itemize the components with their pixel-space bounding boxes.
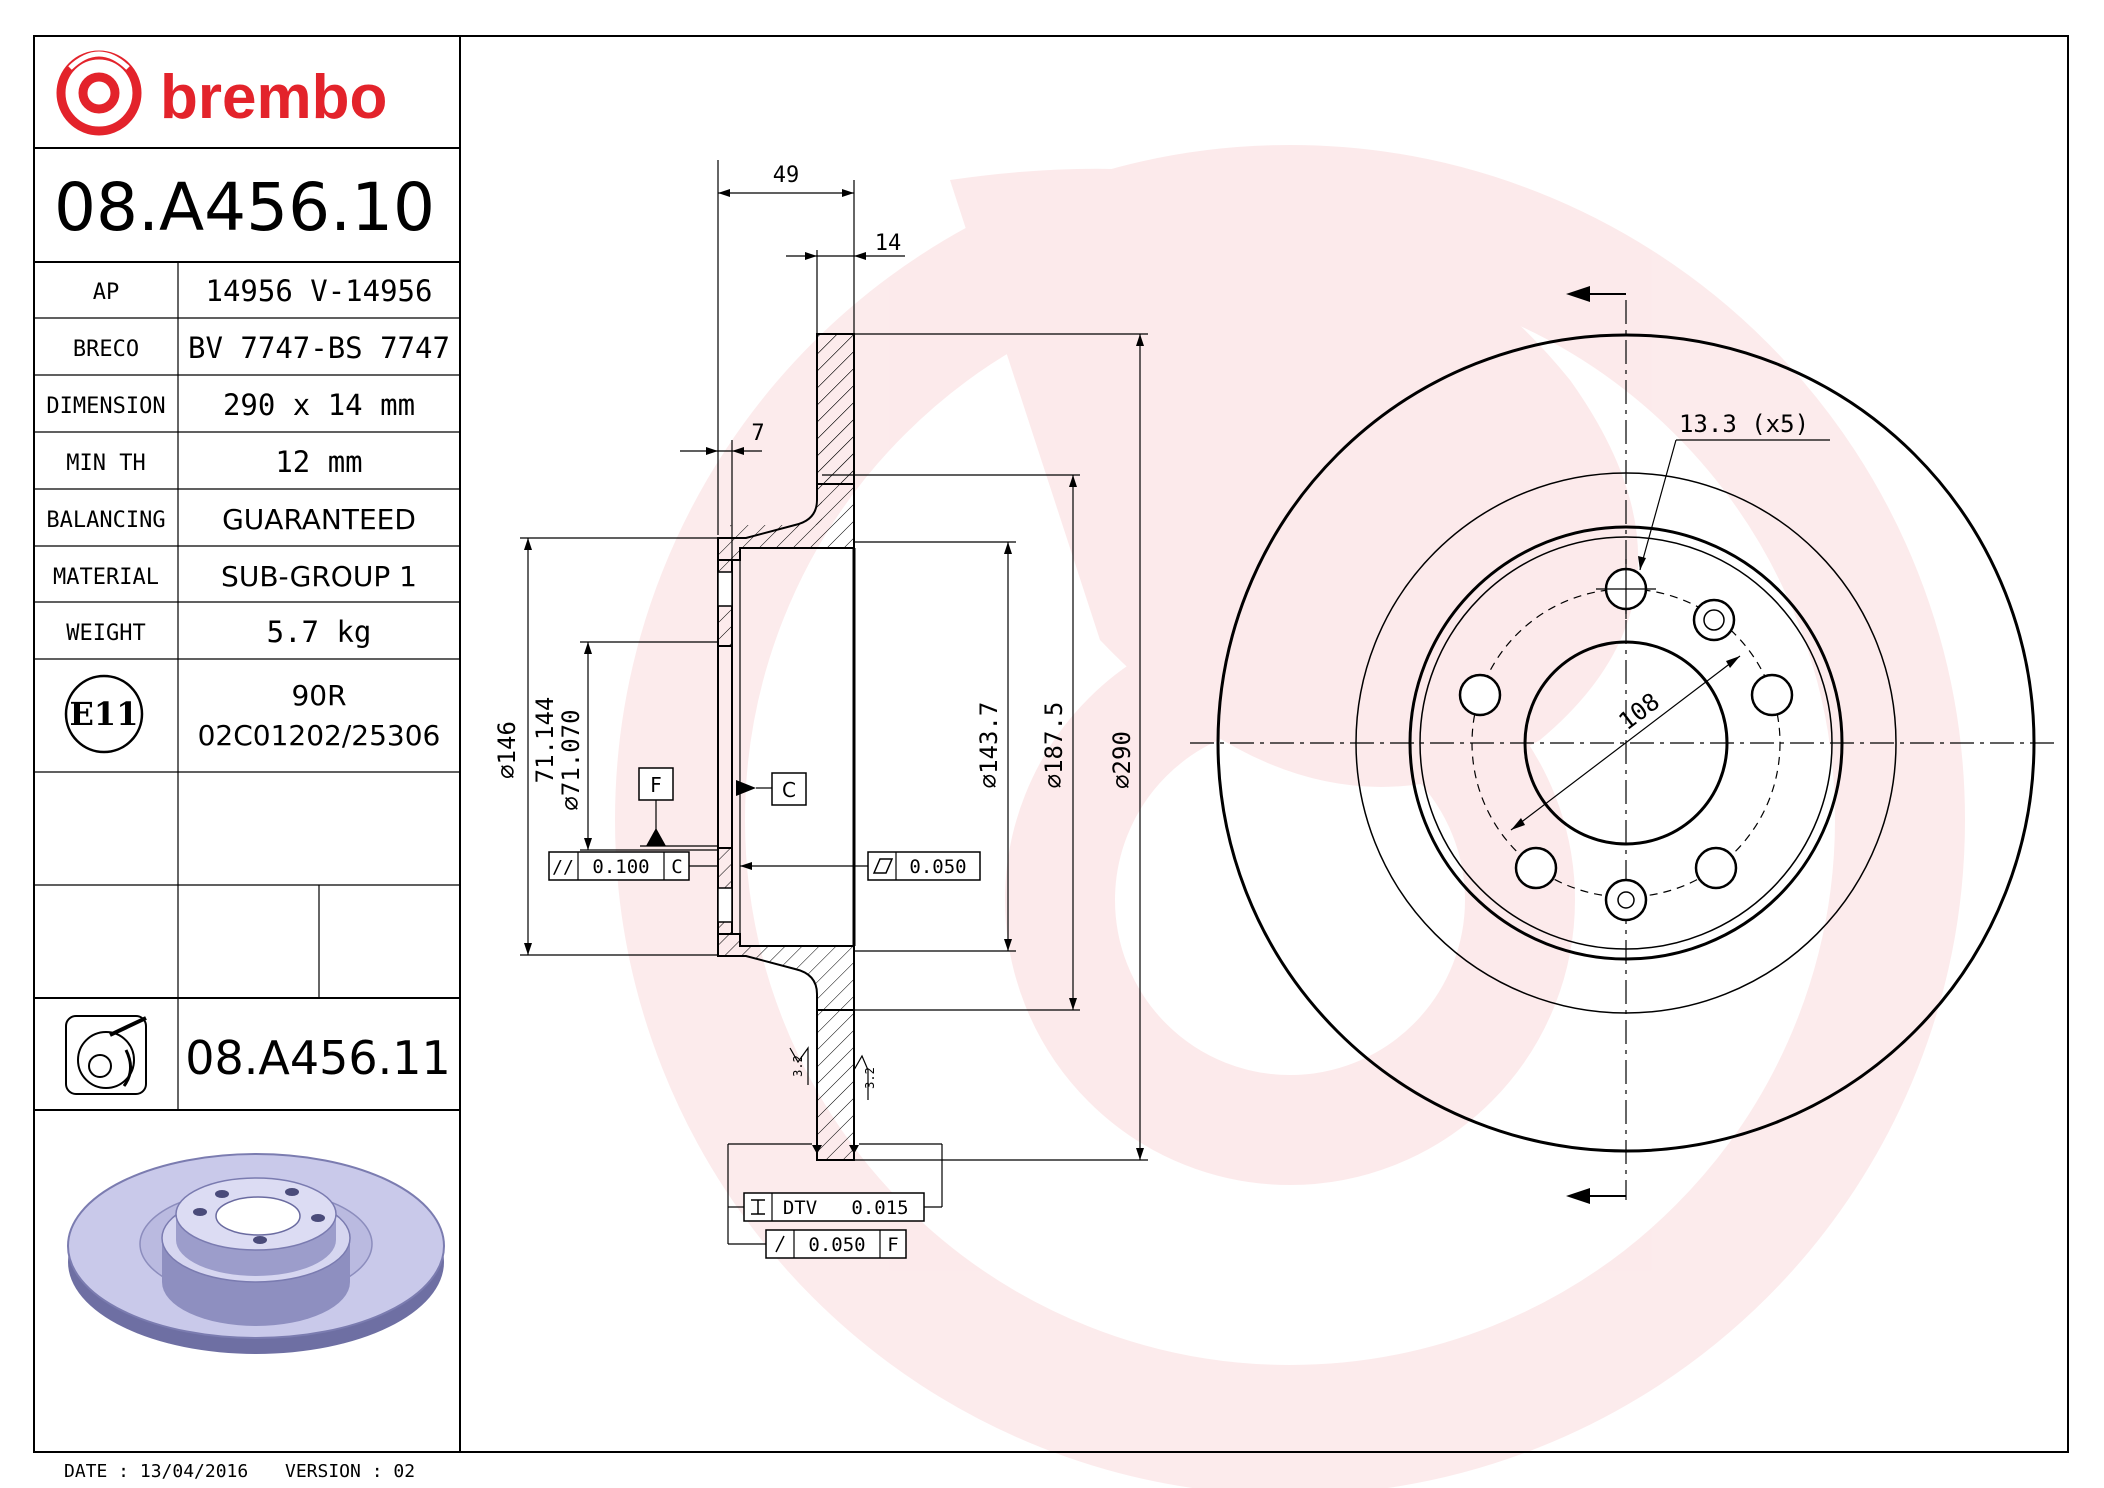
- parallelism-ref: C: [671, 856, 682, 878]
- spec-label-min-th: MIN TH: [66, 451, 145, 476]
- dim-dia-hub-upper: 71.144: [531, 697, 559, 784]
- dim-dia-143-7: ⌀143.7: [975, 702, 1003, 789]
- bolt-holes: [1458, 559, 1794, 922]
- dtv-icon: [751, 1199, 765, 1215]
- logo: brembo: [56, 50, 387, 136]
- bolt-hole: [1750, 673, 1794, 717]
- footer-date: DATE : 13/04/2016: [64, 1461, 248, 1482]
- dim-dia-290: ⌀290: [1108, 731, 1136, 789]
- disc-3d-rendering: [67, 1153, 445, 1354]
- bottom-tolerance-frames: DTV 0.015 0.050 F: [727, 1143, 943, 1259]
- datum-f-triangle: [646, 828, 666, 846]
- spec-value-material: SUB-GROUP 1: [221, 560, 417, 593]
- flatness-value: 0.050: [909, 856, 966, 878]
- dim-dia-hub-lower: ⌀71.070: [557, 709, 585, 810]
- center-bore: [1523, 640, 1729, 846]
- spec-value-weight: 5.7 kg: [267, 615, 372, 649]
- spec-table: AP 14956 V-14956 BRECO BV 7747-BS 7747 D…: [34, 262, 460, 1111]
- roughness-left: 3.2: [791, 1055, 805, 1077]
- approval-mark-text: E11: [70, 695, 139, 733]
- spec-value-breco: BV 7747-BS 7747: [188, 331, 450, 365]
- disc-outer-edge: [1216, 333, 2036, 1153]
- friction-inner-edge: [1355, 472, 1897, 1014]
- brand-name: brembo: [160, 63, 387, 132]
- parallelism-symbol: //: [552, 857, 574, 878]
- spec-value-balancing: GUARANTEED: [222, 503, 416, 536]
- locating-hole: [1692, 598, 1736, 642]
- spec-value-dimension: 290 x 14 mm: [223, 388, 415, 422]
- datum-c-label: C: [782, 778, 796, 802]
- flatness-icon: [872, 858, 894, 874]
- roughness-marks: 3.2 3.2: [789, 1046, 877, 1100]
- section-arrow-bottom: [1566, 1188, 1590, 1204]
- spec-value-ap: 14956 V-14956: [206, 274, 433, 308]
- datum-f-label: F: [650, 773, 662, 797]
- brembo-watermark: [615, 145, 1965, 1488]
- runout-value: 0.050: [808, 1234, 865, 1256]
- bolt-hole: [1514, 846, 1558, 890]
- coated-disc-icon: [65, 1015, 147, 1095]
- dim-7: 7: [751, 421, 764, 446]
- approval-number: 02C01202/25306: [198, 719, 441, 752]
- dim-49: 49: [773, 163, 800, 188]
- spec-label-balancing: BALANCING: [46, 508, 165, 533]
- sheet-border: [33, 35, 2069, 1453]
- spec-label-breco: BRECO: [73, 337, 139, 362]
- bolt-hole: [1694, 846, 1738, 890]
- hole-label: 13.3 (x5): [1679, 410, 1809, 438]
- spec-label-material: MATERIAL: [53, 565, 159, 590]
- dim-dia-187-5: ⌀187.5: [1040, 702, 1068, 789]
- spec-label-dimension: DIMENSION: [46, 394, 165, 419]
- parallelism-value: 0.100: [592, 856, 649, 878]
- roughness-right: 3.2: [863, 1067, 877, 1089]
- flatness-frame: 0.050: [740, 851, 981, 881]
- dtv-label: DTV: [783, 1197, 817, 1219]
- alt-part-number: 08.A456.11: [185, 1031, 451, 1085]
- bolt-hole: [1458, 673, 1502, 717]
- datum-c-triangle: [736, 780, 756, 796]
- spec-value-min-th: 12 mm: [275, 445, 362, 479]
- runout-icon: [775, 1235, 785, 1253]
- hat-inner-edge: [1419, 536, 1833, 950]
- locating-hole: [1604, 878, 1648, 922]
- pcd-label: 108: [1613, 687, 1664, 735]
- section-arrow-top: [1566, 286, 1590, 302]
- footer-version: VERSION : 02: [285, 1461, 415, 1482]
- dim-dia-146: ⌀146: [493, 721, 521, 779]
- e11-approval-mark: [64, 674, 144, 754]
- parallelism-frame: // 0.100 C: [548, 851, 718, 881]
- runout-ref: F: [887, 1234, 898, 1256]
- front-view: 13.3 (x5) 108: [1190, 286, 2060, 1204]
- dtv-value: 0.015: [851, 1197, 908, 1219]
- approval-regulation: 90R: [291, 679, 346, 712]
- spec-label-weight: WEIGHT: [66, 621, 145, 646]
- cross-section-view: 49 14 7 ⌀290 ⌀187.5 ⌀143.7: [493, 160, 1148, 1259]
- dim-14: 14: [875, 231, 902, 256]
- spec-label-ap: AP: [93, 280, 120, 305]
- hat-outer-edge: [1408, 525, 1844, 961]
- part-number: 08.A456.10: [54, 169, 435, 246]
